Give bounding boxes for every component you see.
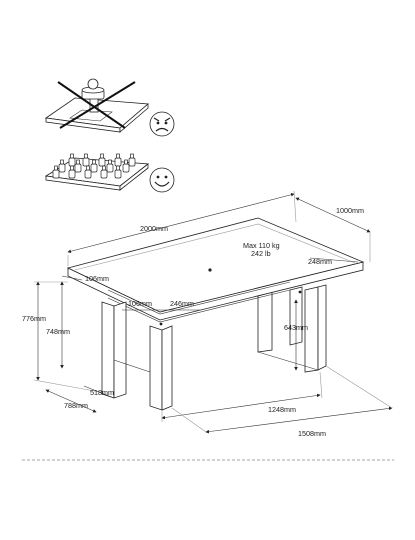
apron-height-label: 643mm (284, 323, 308, 332)
weight-item (114, 165, 122, 179)
total-height-label: 776mm (22, 314, 46, 323)
leg-span-label: 1248mm (268, 405, 296, 414)
leg-inner-width-label: 518mm (90, 388, 114, 397)
weight-item (122, 159, 130, 173)
leg-outer-width-label: 788mm (64, 401, 88, 410)
length-label: 2000mm (140, 224, 168, 233)
dining-table-drawing (66, 217, 365, 411)
weight-item (128, 153, 136, 167)
weight-item (68, 165, 76, 179)
front-leg-right (149, 325, 163, 411)
weight-item (82, 153, 90, 167)
front-leg-left (101, 301, 115, 399)
smile-face-icon (149, 167, 175, 193)
inner-offset-label: 246mm (170, 299, 194, 308)
inner-end-label: 106mm (128, 299, 152, 308)
weight-item (106, 159, 114, 173)
end-overhang-label: 106mm (85, 274, 109, 283)
weight-item (98, 153, 106, 167)
dimension-lines (33, 190, 393, 434)
max-load-kg-label: Max 110 kg (243, 241, 280, 250)
side-overhang-label: 248mm (308, 257, 332, 266)
distributed-load-panel (44, 153, 150, 191)
weight-item (100, 165, 108, 179)
dimension-labels: 2000mm 1000mm Max 110 kg 242 lb 248mm 10… (22, 206, 364, 438)
frown-face-icon (149, 111, 175, 137)
concentrated-load-panel (44, 78, 149, 133)
weight-item (84, 165, 92, 179)
max-load-lb-label: 242 lb (251, 249, 271, 258)
leg-height-label: 748mm (46, 327, 70, 336)
weight-item (58, 159, 66, 173)
base-length-label: 1508mm (298, 429, 326, 438)
depth-label: 1000mm (336, 206, 364, 215)
weight-item (114, 153, 122, 167)
weight-item (90, 159, 98, 173)
weight-item (74, 159, 82, 173)
weight-item (52, 165, 60, 179)
weight-item (68, 153, 76, 167)
